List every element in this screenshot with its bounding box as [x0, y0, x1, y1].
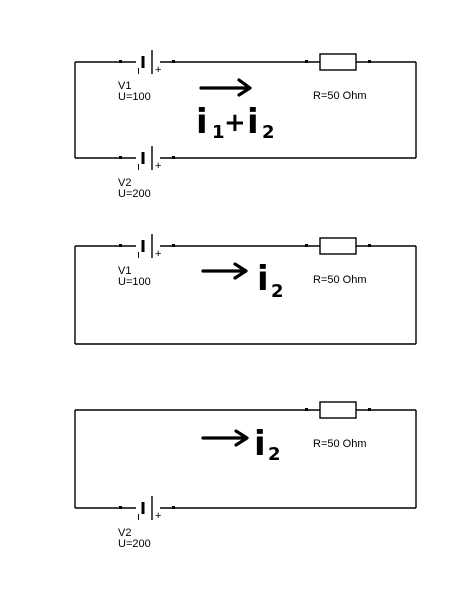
- resistor-label: R=50 Ohm: [313, 274, 367, 286]
- svg-text:i: i: [257, 259, 269, 299]
- svg-text:2: 2: [262, 122, 275, 143]
- battery-v2-minus-tick: ı: [137, 511, 140, 523]
- battery-v1-name: V1: [118, 265, 131, 277]
- svg-text:2: 2: [268, 444, 281, 465]
- battery-v2-minus-tick: ı: [137, 161, 140, 173]
- battery-v2-voltage: U=200: [118, 538, 151, 550]
- resistor-label: R=50 Ohm: [313, 90, 367, 102]
- svg-text:i: i: [254, 424, 266, 464]
- current-label-i1-plus-i2: i 1 + i 2: [196, 102, 275, 143]
- current-label-i2: i 2: [257, 259, 284, 302]
- svg-text:2: 2: [271, 281, 284, 302]
- battery-v1-minus-tick: ı: [137, 249, 140, 261]
- battery-v1-minus-tick: ı: [137, 65, 140, 77]
- battery-v2-name: V2: [118, 177, 131, 189]
- resistor-label: R=50 Ohm: [313, 438, 367, 450]
- svg-text:i: i: [196, 102, 208, 142]
- circuit-3: R=50 Ohm i 2 ı + V2 U=200: [74, 401, 417, 550]
- battery-v1-polarity: +: [155, 64, 161, 76]
- battery-v1-name: V1: [118, 80, 131, 92]
- current-arrow-icon: [201, 429, 249, 447]
- current-arrow-icon: [199, 78, 252, 97]
- resistor-symbol: [319, 53, 357, 71]
- resistor-symbol: [319, 237, 357, 255]
- battery-v2-polarity: +: [155, 160, 161, 172]
- svg-text:i: i: [247, 102, 259, 142]
- battery-v2-polarity: +: [155, 510, 161, 522]
- current-label-i2: i 2: [254, 424, 281, 465]
- battery-v1-voltage: U=100: [118, 91, 151, 103]
- circuit-1: ı + V1 U=100 R=50 Ohm ı + V2 U=200 i 1 +…: [74, 50, 417, 200]
- battery-v1-polarity: +: [155, 248, 161, 260]
- svg-text:1: 1: [212, 122, 225, 143]
- battery-v2-symbol: ı +: [119, 146, 175, 173]
- battery-v1-voltage: U=100: [118, 276, 151, 288]
- battery-v2-voltage: U=200: [118, 188, 151, 200]
- current-arrow-icon: [201, 262, 248, 280]
- svg-text:+: +: [224, 108, 246, 138]
- battery-v2-name: V2: [118, 527, 131, 539]
- circuit-2: ı + V1 U=100 R=50 Ohm i 2: [74, 234, 417, 345]
- battery-v1-symbol: ı +: [119, 234, 175, 261]
- battery-v2-symbol: ı +: [119, 496, 175, 523]
- resistor-symbol: [319, 401, 357, 419]
- battery-v1-symbol: ı +: [119, 50, 175, 77]
